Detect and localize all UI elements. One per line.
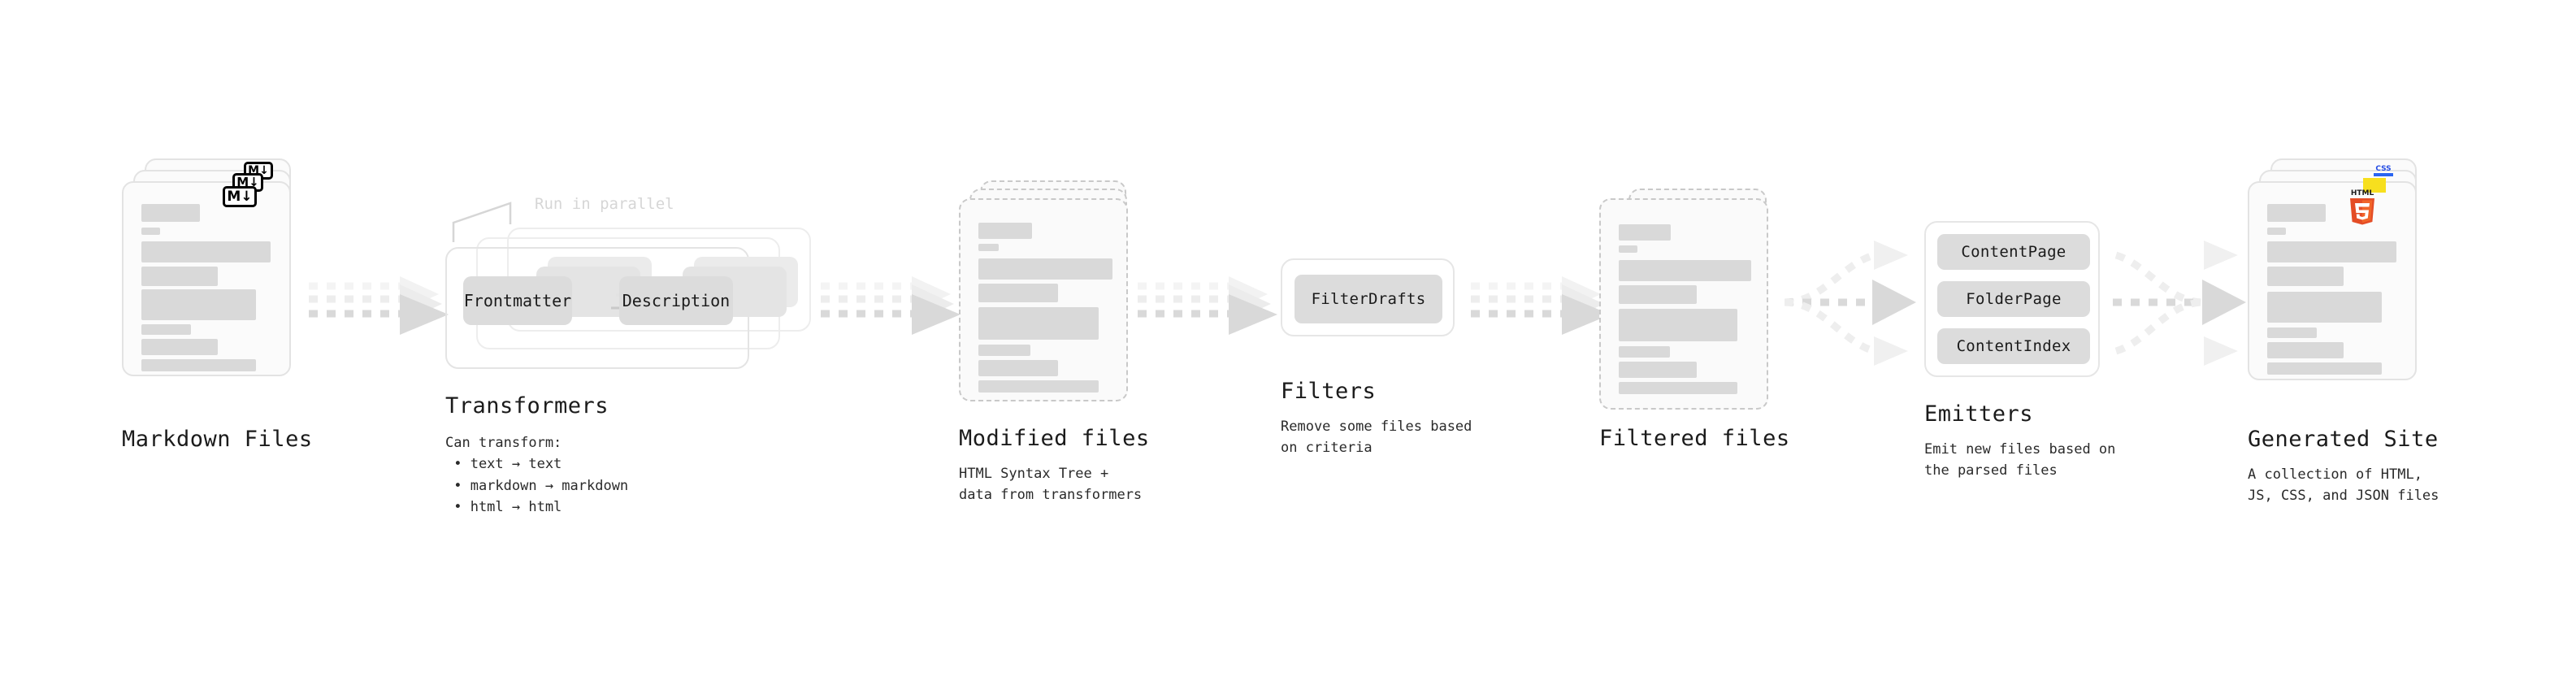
stage-desc-transformers: Can transform: • text → text • markdown … [445, 435, 629, 516]
svg-text:HTML: HTML [2351, 189, 2374, 197]
skeleton-bar [141, 241, 271, 262]
markdown-icon: M↓ [223, 186, 257, 207]
markdown-arrow: ↓ [259, 164, 269, 177]
skeleton-bar [1619, 245, 1637, 253]
connector-modified-to-filters [1138, 276, 1277, 335]
skeleton-bar [978, 284, 1058, 302]
skeleton-bar [141, 204, 200, 222]
modified-card-front [959, 198, 1128, 401]
markdown-card-stack: M↓ M↓ M↓ [122, 158, 309, 402]
markdown-letter: M [236, 175, 249, 189]
markdown-arrow: ↓ [241, 188, 253, 205]
markdown-card-front [122, 181, 291, 376]
stage-title-modified-files: Modified files [959, 426, 1150, 451]
generated-card-front [2248, 181, 2417, 380]
stage-desc-emitters: Emit new files based on the parsed files [1924, 441, 2116, 479]
connector-filters-to-filtered [1471, 276, 1611, 335]
skeleton-bar [141, 324, 191, 335]
css3-icon: CSS [2371, 162, 2396, 180]
stage-title-filters: Filters [1281, 379, 1377, 404]
parallel-note: Run in parallel [535, 195, 674, 213]
skeleton-bar [978, 307, 1099, 340]
skeleton-bar [978, 380, 1099, 393]
svg-text:CSS: CSS [2375, 165, 2391, 173]
connector-transformers-to-modified [821, 276, 961, 335]
stage-markdown-files: M↓ M↓ M↓ Markdown Files [122, 158, 312, 452]
emitter-pill-contentindex[interactable]: ContentIndex [1937, 328, 2090, 364]
filters-group-box: FilterDrafts [1281, 258, 1455, 336]
parallel-leader-line [452, 202, 512, 242]
skeleton-bar [1619, 382, 1737, 394]
skeleton-bar [141, 359, 256, 371]
stage-desc-generated-site: A collection of HTML, JS, CSS, and JSON … [2248, 466, 2439, 505]
filtered-card-stack [1599, 189, 1786, 432]
stage-title-filtered-files: Filtered files [1599, 426, 1790, 451]
skeleton-bar [1619, 285, 1697, 304]
stage-title-emitters: Emitters [1924, 401, 2034, 427]
stage-title-transformers: Transformers [445, 393, 609, 419]
skeleton-bar [978, 345, 1030, 356]
skeleton-bar [1619, 346, 1670, 358]
stage-title-markdown-files: Markdown Files [122, 427, 313, 452]
skeleton-bar [2267, 241, 2396, 262]
skeleton-bar [2267, 292, 2382, 323]
markdown-arrow: ↓ [249, 175, 259, 189]
skeleton-bar [978, 258, 1112, 280]
skeleton-bar [2267, 204, 2326, 222]
skeleton-bar [1619, 362, 1697, 378]
skeleton-bar [1619, 224, 1671, 241]
stage-modified-files: Modified files HTML Syntax Tree + data f… [959, 180, 1149, 503]
connector-emitters-to-site [2113, 241, 2246, 366]
connector-markdown-to-transformers [309, 276, 449, 335]
connector-filtered-to-emitters [1784, 241, 1916, 366]
skeleton-bar [1619, 260, 1751, 281]
html5-icon: HTML [2345, 186, 2379, 225]
modified-card-stack [959, 180, 1146, 424]
stage-title-generated-site: Generated Site [2248, 427, 2439, 452]
skeleton-bar [141, 267, 218, 286]
stage-filtered-files: Filtered files [1599, 189, 1789, 451]
stage-desc-modified-files: HTML Syntax Tree + data from transformer… [959, 466, 1143, 504]
skeleton-bar [141, 339, 218, 355]
skeleton-bar [141, 289, 256, 320]
markdown-letter: M [227, 188, 241, 205]
skeleton-bar [978, 244, 999, 251]
skeleton-bar [2267, 327, 2317, 338]
skeleton-bar [2267, 342, 2344, 358]
emitter-pill-folderpage[interactable]: FolderPage [1937, 281, 2090, 317]
stage-generated-site: CSS HTML Generated Site A co [2248, 158, 2439, 504]
skeleton-bar [141, 228, 160, 235]
transformer-pill-frontmatter[interactable]: Frontmatter [463, 276, 572, 325]
skeleton-bar [2267, 228, 2286, 235]
skeleton-bar [2267, 267, 2344, 286]
skeleton-bar [2267, 362, 2382, 375]
filtered-card-front [1599, 198, 1768, 410]
skeleton-bar [978, 360, 1058, 376]
emitter-pill-contentpage[interactable]: ContentPage [1937, 234, 2090, 270]
stage-desc-filters: Remove some files based on criteria [1281, 419, 1472, 457]
generated-card-stack: CSS HTML [2248, 158, 2435, 402]
emitters-group-box: ContentPage FolderPage ContentIndex [1924, 221, 2100, 377]
filter-pill-filterdrafts[interactable]: FilterDrafts [1295, 275, 1442, 323]
javascript-icon [2361, 175, 2387, 194]
transformer-pill-description[interactable]: Description [619, 276, 733, 325]
skeleton-bar [978, 223, 1032, 239]
skeleton-bar [1619, 309, 1737, 341]
